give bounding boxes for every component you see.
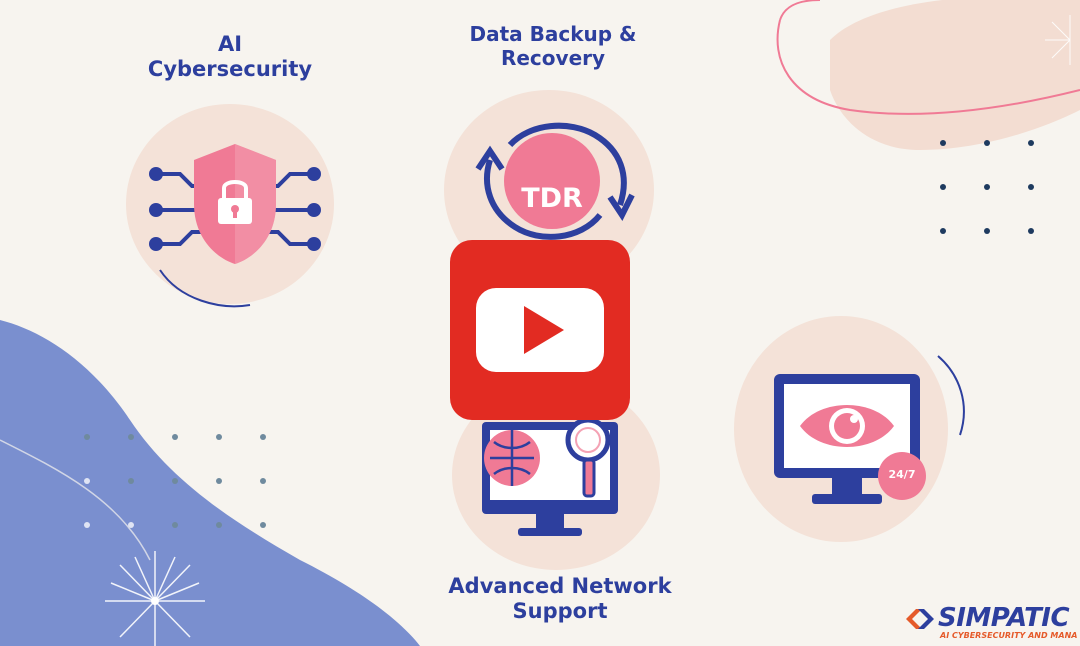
tdr-badge: TDR: [521, 183, 583, 214]
service-title-line: Support: [512, 599, 608, 624]
brand-tagline: AI CYBERSECURITY AND MANA: [940, 631, 1078, 640]
service-title-ai-cybersecurity: AI Cybersecurity: [130, 32, 330, 82]
youtube-play-icon: [476, 288, 604, 372]
sparkle-top-right: [1045, 15, 1071, 65]
monitoring-247-badge: 24/7: [888, 468, 916, 481]
logo-mark-icon: [906, 609, 934, 629]
sparkle-bottom-left: [105, 551, 205, 646]
recovery-cycle-icon: [475, 122, 635, 240]
service-title-data-backup: Data Backup & Recovery: [438, 22, 668, 70]
service-title-line: AI: [217, 32, 243, 56]
service-title-line: Recovery: [500, 46, 606, 70]
network-monitor-icon: [482, 417, 618, 536]
eye-monitor-icon: [774, 374, 926, 504]
service-title-line: Data Backup &: [469, 22, 637, 46]
service-title-line: Advanced Network: [448, 574, 672, 598]
monitoring-arc: [937, 355, 965, 436]
brand-name: SIMPATIC: [938, 603, 1070, 633]
service-title-line: Cybersecurity: [147, 57, 313, 82]
arc-decoration: [159, 269, 251, 308]
service-title-network-support: Advanced Network Support: [430, 574, 690, 624]
brand-logo: SIMPATIC AI CYBERSECURITY AND MANA: [900, 603, 1080, 643]
shield-lock-icon: [149, 144, 321, 264]
youtube-play-button[interactable]: [450, 240, 630, 420]
